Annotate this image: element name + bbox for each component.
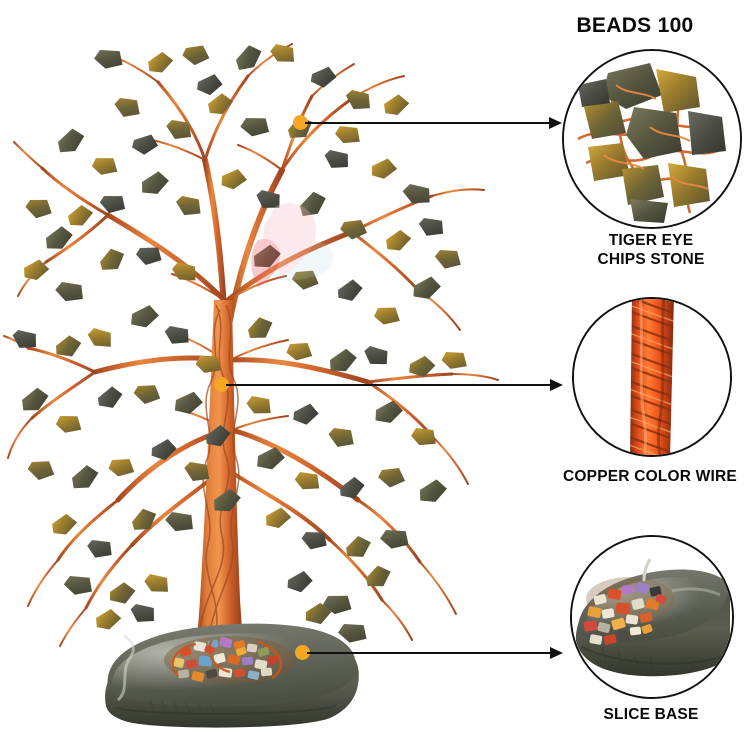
caption-copper-color-wire: COPPER COLOR WIRE: [552, 468, 748, 487]
caption-line-1: SLICE BASE: [603, 706, 699, 723]
arrow-line-copper-color-wire: [226, 384, 551, 386]
tree-trunk: [194, 300, 244, 662]
callout-image-slice-base: [570, 535, 734, 699]
arrow-head-tiger-eye-chips-stone: [549, 117, 562, 129]
arrow-head-copper-color-wire: [550, 379, 563, 391]
arrow-head-slice-base: [550, 647, 563, 659]
caption-tiger-eye-chips-stone: TIGER EYE CHIPS STONE: [560, 232, 742, 269]
caption-line-1: COPPER COLOR WIRE: [563, 468, 737, 485]
chips-cluster: [583, 577, 674, 645]
tiger-eye-stones: [9, 39, 471, 648]
product-photo-wire-tree: [3, 39, 499, 728]
marker-dot-tiger-eye-chips-stone: [293, 115, 308, 130]
callout-image-copper-color-wire: [572, 297, 732, 457]
caption-slice-base: SLICE BASE: [560, 706, 742, 725]
gemstone-chips-pile: [164, 636, 296, 684]
arrow-line-tiger-eye-chips-stone: [305, 122, 550, 124]
caption-line-2: CHIPS STONE: [597, 250, 705, 268]
page-title: BEADS 100: [576, 14, 694, 37]
callout-image-tiger-eye-chips-stone: [562, 49, 742, 229]
arrow-line-slice-base: [307, 652, 551, 654]
marker-dot-copper-color-wire: [214, 377, 229, 392]
marker-dot-slice-base: [295, 645, 310, 660]
watermark-logo: [250, 203, 334, 288]
caption-line-1: TIGER EYE: [608, 232, 694, 249]
